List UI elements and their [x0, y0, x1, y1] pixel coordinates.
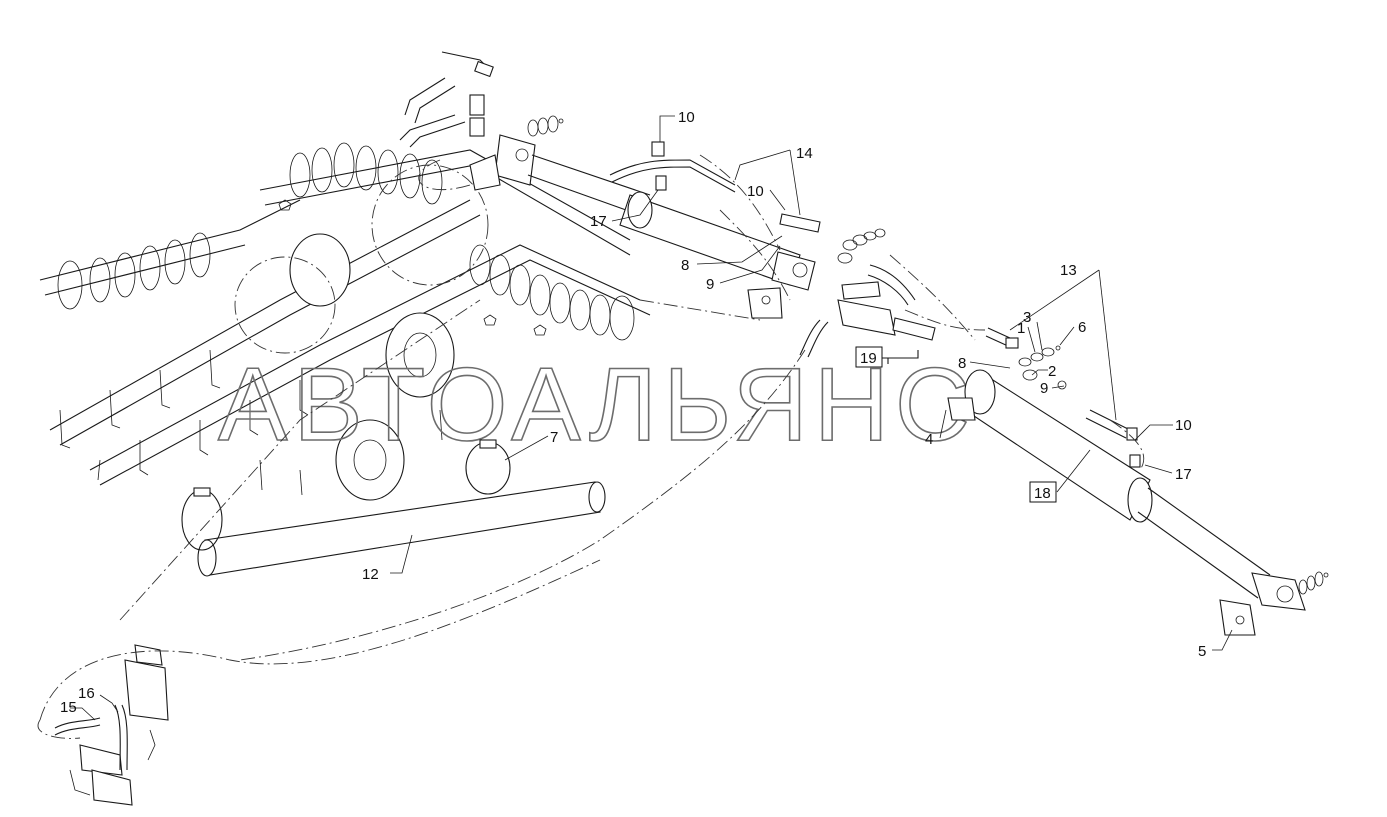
tractor-coupler-assembly — [54, 644, 169, 806]
callout-16: 16 — [78, 685, 95, 702]
hydraulic-cylinder-left — [469, 115, 816, 319]
callout-4: 4 — [925, 431, 933, 448]
callout-14: 14 — [796, 145, 813, 162]
callout-7: 7 — [550, 429, 558, 446]
callout-13: 13 — [1060, 262, 1077, 279]
callout-10-mid: 10 — [747, 183, 764, 200]
hose-14 — [609, 141, 821, 233]
callout-3: 3 — [1023, 309, 1031, 326]
callout-15: 15 — [60, 699, 77, 716]
callout-8-right: 8 — [958, 355, 966, 372]
leader-lines — [70, 115, 1233, 721]
watermark-text: АВТОАЛЬЯНС — [218, 347, 976, 463]
routing-lines — [37, 154, 1145, 739]
hydraulic-valve-block — [799, 228, 936, 364]
callout-9-left: 9 — [706, 276, 714, 293]
callout-19-box: 19 — [860, 350, 877, 367]
callout-10-right: 10 — [1175, 417, 1192, 434]
callout-12: 12 — [362, 566, 379, 583]
callout-18-box: 18 — [1034, 485, 1051, 502]
upper-fittings-group — [399, 51, 494, 190]
hydraulic-cylinder-right — [947, 327, 1329, 636]
callout-17-left: 17 — [590, 213, 607, 230]
boxed-callouts: 19 18 — [855, 346, 1057, 503]
callout-labels: 10 14 10 17 8 9 13 3 1 6 8 2 9 4 10 17 5… — [60, 109, 1206, 716]
callout-17-right: 17 — [1175, 466, 1192, 483]
callout-5: 5 — [1198, 643, 1206, 660]
callout-2: 2 — [1048, 363, 1056, 380]
callout-6: 6 — [1078, 319, 1086, 336]
callout-9-right: 9 — [1040, 380, 1048, 397]
callout-1: 1 — [1017, 320, 1025, 337]
clamp-7 — [181, 439, 511, 551]
hose-guard-tube — [197, 481, 606, 577]
callout-8-left: 8 — [681, 257, 689, 274]
callout-10-top: 10 — [678, 109, 695, 126]
